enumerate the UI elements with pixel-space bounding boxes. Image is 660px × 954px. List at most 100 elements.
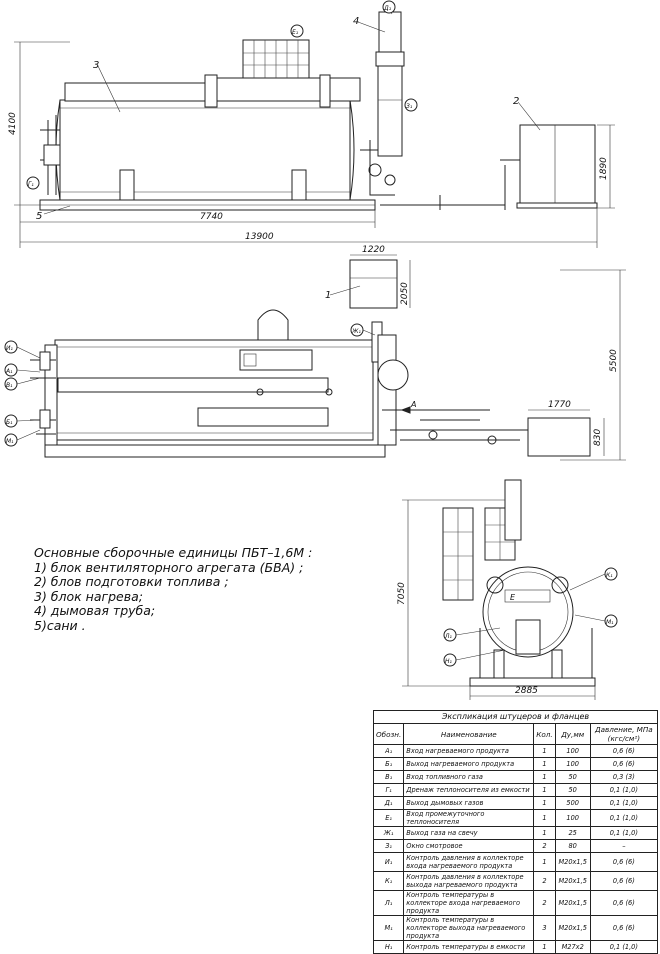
- side-callout-5: 5: [36, 211, 42, 222]
- plan-marker-v1: В₁: [6, 382, 13, 389]
- side-callout-2: 2: [513, 96, 519, 107]
- cell-name: Контроль давления в коллекторе входа наг…: [403, 852, 535, 872]
- cell-du: М27х2: [554, 940, 591, 954]
- header-designation: Обозн.: [372, 723, 405, 745]
- cell-name: Выход газа на свечу: [403, 826, 535, 840]
- cell-qty: 1: [533, 852, 556, 872]
- legend-item: 1) блок вентиляторного агрегата (БВА) ;: [34, 559, 304, 575]
- side-view: 3 4 2 5 Д₁ Е₁ Г₁ З₁ 4100 7740 13900 1890: [8, 0, 615, 248]
- cell-du: 25: [554, 826, 591, 840]
- cell-designation: З₁: [372, 839, 405, 853]
- dim-7740: 7740: [200, 212, 223, 222]
- cell-designation: А₁: [372, 744, 405, 758]
- fan-grating: [242, 39, 310, 79]
- cell-designation: Г₁: [372, 783, 405, 797]
- side-marker-g1: Г₁: [28, 181, 34, 188]
- dim-2050: 2050: [400, 282, 410, 305]
- header-du: Ду,мм: [554, 723, 591, 745]
- cell-designation: Ж₁: [372, 826, 405, 840]
- table-row: Б₁ Выход нагреваемого продукта 1 100 0,6…: [372, 757, 659, 771]
- dim-4100: 4100: [8, 112, 18, 135]
- cell-designation: Н₁: [372, 940, 405, 954]
- cell-name: Контроль температуры в коллекторе входа …: [403, 890, 535, 916]
- cell-name: Контроль температуры в коллекторе выхода…: [403, 915, 535, 941]
- table-row: Д₁ Выход дымовых газов 1 500 0,1 (1,0): [372, 796, 659, 810]
- cell-name: Вход промежуточного теплоносителя: [403, 809, 535, 827]
- spec-table-header: Обозн. Наименование Кол. Ду,мм Давление,…: [372, 723, 659, 745]
- end-marker-m1: М₁: [606, 619, 614, 626]
- dim-7050: 7050: [397, 582, 407, 605]
- cell-qty: 3: [533, 915, 556, 941]
- dim-13900: 13900: [245, 232, 274, 242]
- dim-1220: 1220: [362, 245, 385, 255]
- header-name: Наименование: [403, 723, 535, 745]
- cell-name: Дренаж теплоносителя из емкости: [403, 783, 535, 797]
- cell-qty: 2: [533, 890, 556, 916]
- table-row: Н₁ Контроль температуры в емкости 1 М27х…: [372, 940, 659, 954]
- plan-view: 1 И₁ А₁ В₁ Б₁ М₁ Ж₁ А 1220 2050 5500 177…: [4, 245, 626, 461]
- cell-designation: М₁: [372, 915, 405, 941]
- cell-pressure: 0,1 (1,0): [589, 940, 659, 954]
- legend-item: 2) блов подготовки топлива ;: [34, 574, 229, 589]
- table-row: А₁ Вход нагреваемого продукта 1 100 0,6 …: [372, 744, 659, 758]
- cell-pressure: 0,6 (6): [589, 915, 659, 941]
- end-marker-k1: К₁: [606, 572, 613, 579]
- cell-du: М20х1,5: [554, 915, 591, 941]
- plan-section-mark: А: [410, 400, 416, 409]
- plan-marker-b1: Б₁: [6, 419, 13, 426]
- table-row: К₁ Контроль давления в коллекторе выхода…: [372, 871, 659, 891]
- cell-designation: Л₁: [372, 890, 405, 916]
- side-callout-4: 4: [353, 16, 359, 27]
- cell-qty: 2: [533, 871, 556, 891]
- table-row: Е₁ Вход промежуточного теплоносителя 1 1…: [372, 809, 659, 827]
- cell-pressure: 0,1 (1,0): [589, 796, 659, 810]
- cell-pressure: –: [589, 839, 659, 853]
- end-view: К₁ Е М₁ Л₁ Н₁ 7050 2885: [397, 479, 618, 700]
- cell-pressure: 0,6 (6): [589, 871, 659, 891]
- table-row: М₁ Контроль температуры в коллекторе вых…: [372, 915, 659, 941]
- cell-name: Выход нагреваемого продукта: [403, 757, 535, 771]
- dim-2885: 2885: [515, 686, 538, 696]
- cell-name: Выход дымовых газов: [403, 796, 535, 810]
- plan-marker-zh1: Ж₁: [351, 328, 361, 335]
- smoke-stack: [375, 11, 405, 157]
- cell-pressure: 0,3 (3): [589, 770, 659, 784]
- table-row: Ж₁ Выход газа на свечу 1 25 0,1 (1,0): [372, 826, 659, 840]
- cell-du: М20х1,5: [554, 852, 591, 872]
- end-marker-l1: Л₁: [444, 633, 453, 640]
- spec-table-title: Экспликация штуцеров и фланцев: [373, 710, 658, 723]
- side-callout-3: 3: [93, 60, 99, 71]
- dim-1770: 1770: [548, 400, 571, 410]
- cell-qty: 1: [533, 796, 556, 810]
- cell-designation: Е₁: [372, 809, 405, 827]
- cell-du: 80: [554, 839, 591, 853]
- cell-du: 500: [554, 796, 591, 810]
- cell-pressure: 0,1 (1,0): [589, 826, 659, 840]
- cell-qty: 1: [533, 783, 556, 797]
- side-marker-z1: З₁: [406, 103, 413, 110]
- cell-qty: 1: [533, 770, 556, 784]
- cell-name: Вход нагреваемого продукта: [403, 744, 535, 758]
- plan-marker-i1: И₁: [6, 345, 13, 352]
- legend-item: 4) дымовая труба;: [34, 603, 156, 618]
- table-row: Л₁ Контроль температуры в коллекторе вхо…: [372, 890, 659, 916]
- cell-pressure: 0,6 (6): [589, 757, 659, 771]
- cell-pressure: 0,1 (1,0): [589, 783, 659, 797]
- cell-du: 50: [554, 783, 591, 797]
- cell-du: М20х1,5: [554, 890, 591, 916]
- plan-callout-1: 1: [325, 290, 331, 301]
- assembly-legend: Основные сборочные единицы ПБТ–1,6М : 1)…: [34, 545, 364, 633]
- cell-qty: 1: [533, 744, 556, 758]
- cell-qty: 2: [533, 839, 556, 853]
- table-row: З₁ Окно смотровое 2 80 –: [372, 839, 659, 853]
- cell-designation: Д₁: [372, 796, 405, 810]
- cell-qty: 1: [533, 757, 556, 771]
- cell-designation: В₁: [372, 770, 405, 784]
- dim-830: 830: [593, 429, 603, 446]
- legend-title: Основные сборочные единицы ПБТ–1,6М :: [34, 545, 313, 560]
- plan-marker-m1: М₁: [6, 438, 14, 445]
- table-row: В₁ Вход топливного газа 1 50 0,3 (3): [372, 770, 659, 784]
- dim-5500: 5500: [609, 349, 619, 372]
- cell-du: 100: [554, 744, 591, 758]
